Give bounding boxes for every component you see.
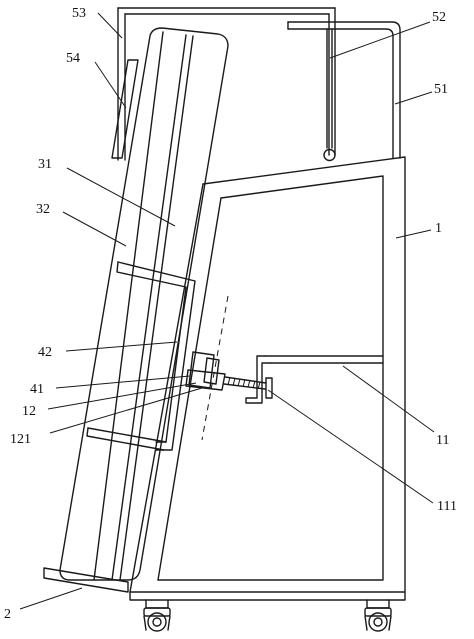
label-121: 121 <box>10 432 31 447</box>
caster-left <box>143 599 171 632</box>
label-1: 1 <box>435 221 442 236</box>
leader-lines <box>19 12 435 610</box>
label-12: 12 <box>22 404 36 419</box>
hanger-bar <box>287 21 401 162</box>
connector-block <box>185 351 267 391</box>
label-11: 11 <box>436 433 449 448</box>
board-panel <box>59 27 229 581</box>
label-51: 51 <box>434 82 448 97</box>
center-line <box>201 295 229 441</box>
shelf <box>245 355 384 404</box>
label-111: 111 <box>437 499 457 514</box>
label-41: 41 <box>30 382 44 397</box>
cabinet-body <box>129 156 406 601</box>
label-2: 2 <box>4 607 11 622</box>
caster-right <box>364 599 392 632</box>
clamp-arms <box>86 261 196 451</box>
bottom-support <box>43 567 129 593</box>
label-42: 42 <box>38 345 52 360</box>
label-52: 52 <box>432 10 446 25</box>
label-54: 54 <box>66 51 80 66</box>
reference-labels: 53 54 52 51 31 32 1 42 41 12 121 11 111 … <box>4 6 457 622</box>
top-frame <box>117 7 336 161</box>
label-31: 31 <box>38 157 52 172</box>
label-53: 53 <box>72 6 86 21</box>
label-32: 32 <box>36 202 50 217</box>
